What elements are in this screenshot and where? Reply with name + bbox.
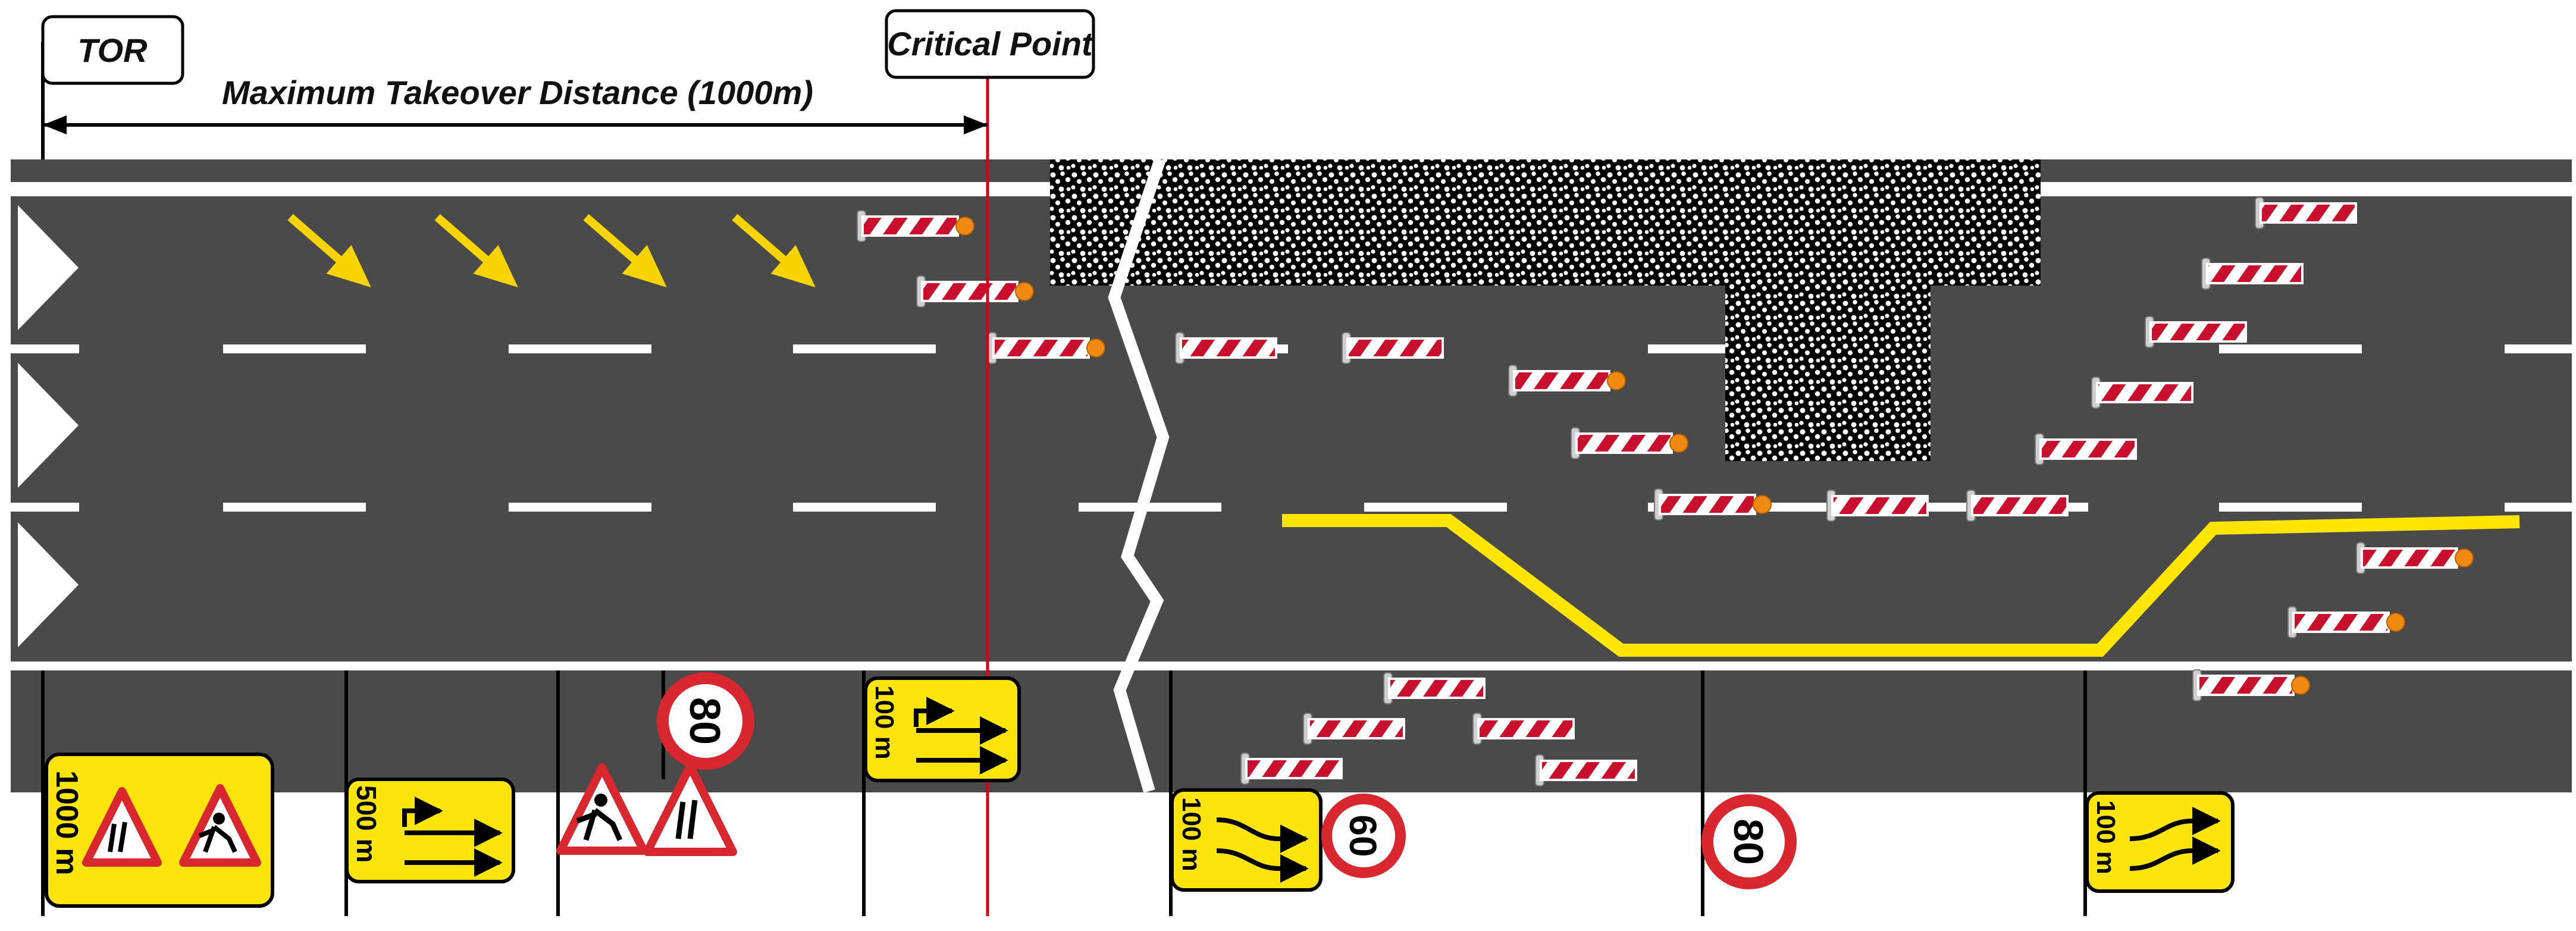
merge-arrow-icon	[583, 214, 667, 288]
barrier-icon	[1535, 754, 1637, 786]
merge-arrow-icon	[732, 214, 816, 288]
speed-limit-icon	[657, 672, 754, 770]
barrier-icon	[2091, 377, 2193, 409]
roadworks-triangle	[556, 763, 648, 855]
barrier-icon	[2255, 197, 2357, 229]
barrier-icon	[1571, 427, 1688, 459]
speed-limit-icon	[1321, 794, 1406, 878]
narrowing-sign-icon	[82, 787, 162, 867]
speed-limit-80-sign: 80	[657, 672, 754, 770]
barrier-icon	[1966, 490, 2069, 522]
barrier-icon	[1175, 332, 1277, 364]
takeover-distance-label: Maximum Takeover Distance (1000m)	[222, 74, 813, 111]
sign-500m-distance: 500 m	[351, 785, 382, 863]
tor-marker: TOR	[41, 15, 184, 159]
lane-shift-sign-icon	[1216, 817, 1309, 883]
roadworks-sign-icon	[556, 763, 648, 855]
chevron-marker-icon	[18, 205, 79, 330]
temporary-lane-line	[1282, 514, 2520, 657]
sign-500m: 500 m	[345, 778, 515, 883]
narrowing-sign-icon	[643, 762, 737, 856]
sign-100m-lanes-distance: 100 m	[870, 685, 899, 760]
chevron-markers	[18, 205, 79, 647]
barrier-icon	[857, 210, 974, 242]
sign-100m-shift: 100 m	[1170, 788, 1323, 892]
barrier-icon	[2145, 316, 2247, 348]
critical-point-label: Critical Point	[887, 25, 1094, 62]
lane-shift-sign-icon	[914, 697, 1008, 775]
barrier-icon	[2356, 542, 2474, 574]
speed-limit-80-value-2: 80	[1725, 819, 1772, 865]
tor-label: TOR	[77, 32, 148, 69]
merge-arrow-icon	[287, 214, 371, 288]
barrier-icon	[1826, 490, 1929, 522]
work-zone-area	[1050, 159, 2041, 461]
barrier-icon	[916, 275, 1034, 308]
lower-edge-line	[11, 662, 2572, 669]
barrier-icon	[1240, 753, 1343, 785]
barriers	[857, 197, 2474, 786]
barrier-icon	[1303, 713, 1405, 745]
barrier-icon	[2287, 606, 2405, 638]
barrier-icon	[2035, 433, 2137, 465]
sign-1000m: 1000 m	[45, 753, 274, 908]
barrier-icon	[1342, 332, 1444, 364]
lane-shift-sign-icon	[2129, 807, 2221, 871]
speed-limit-80-value: 80	[681, 697, 728, 745]
speed-limit-60-value: 60	[1342, 814, 1384, 857]
merge-arrows	[287, 214, 816, 288]
chevron-marker-icon	[18, 522, 79, 647]
sign-100m-return: 100 m	[2085, 791, 2235, 893]
section-break-line	[1108, 157, 1170, 793]
barrier-icon	[1508, 365, 1626, 397]
merge-arrow-icon	[434, 214, 518, 288]
speed-limit-60-sign: 60	[1321, 794, 1406, 878]
sign-100m-shift-distance: 100 m	[1177, 797, 1206, 872]
barrier-icon	[1654, 488, 1772, 521]
speed-limit-icon	[1701, 794, 1797, 889]
barrier-icon	[2201, 258, 2304, 290]
takeover-distance-dimension: Maximum Takeover Distance (1000m)	[43, 74, 988, 134]
sign-100m-return-distance: 100 m	[2091, 800, 2120, 874]
barrier-icon	[1383, 672, 1486, 704]
lane-shift-sign-icon	[402, 797, 503, 877]
lane-line-1	[11, 344, 2572, 353]
speed-limit-80-sign-2: 80	[1701, 794, 1797, 889]
barrier-icon	[1472, 713, 1575, 745]
chevron-marker-icon	[18, 363, 79, 488]
barrier-icon	[2192, 669, 2310, 701]
roadworks-sign-icon	[179, 784, 261, 867]
sign-100m-lanes: 100 m	[864, 676, 1021, 782]
narrowing-triangle	[643, 762, 737, 856]
barrier-icon	[988, 332, 1105, 364]
critical-point-marker: Critical Point	[885, 9, 1095, 916]
sign-1000m-distance: 1000 m	[49, 770, 84, 875]
